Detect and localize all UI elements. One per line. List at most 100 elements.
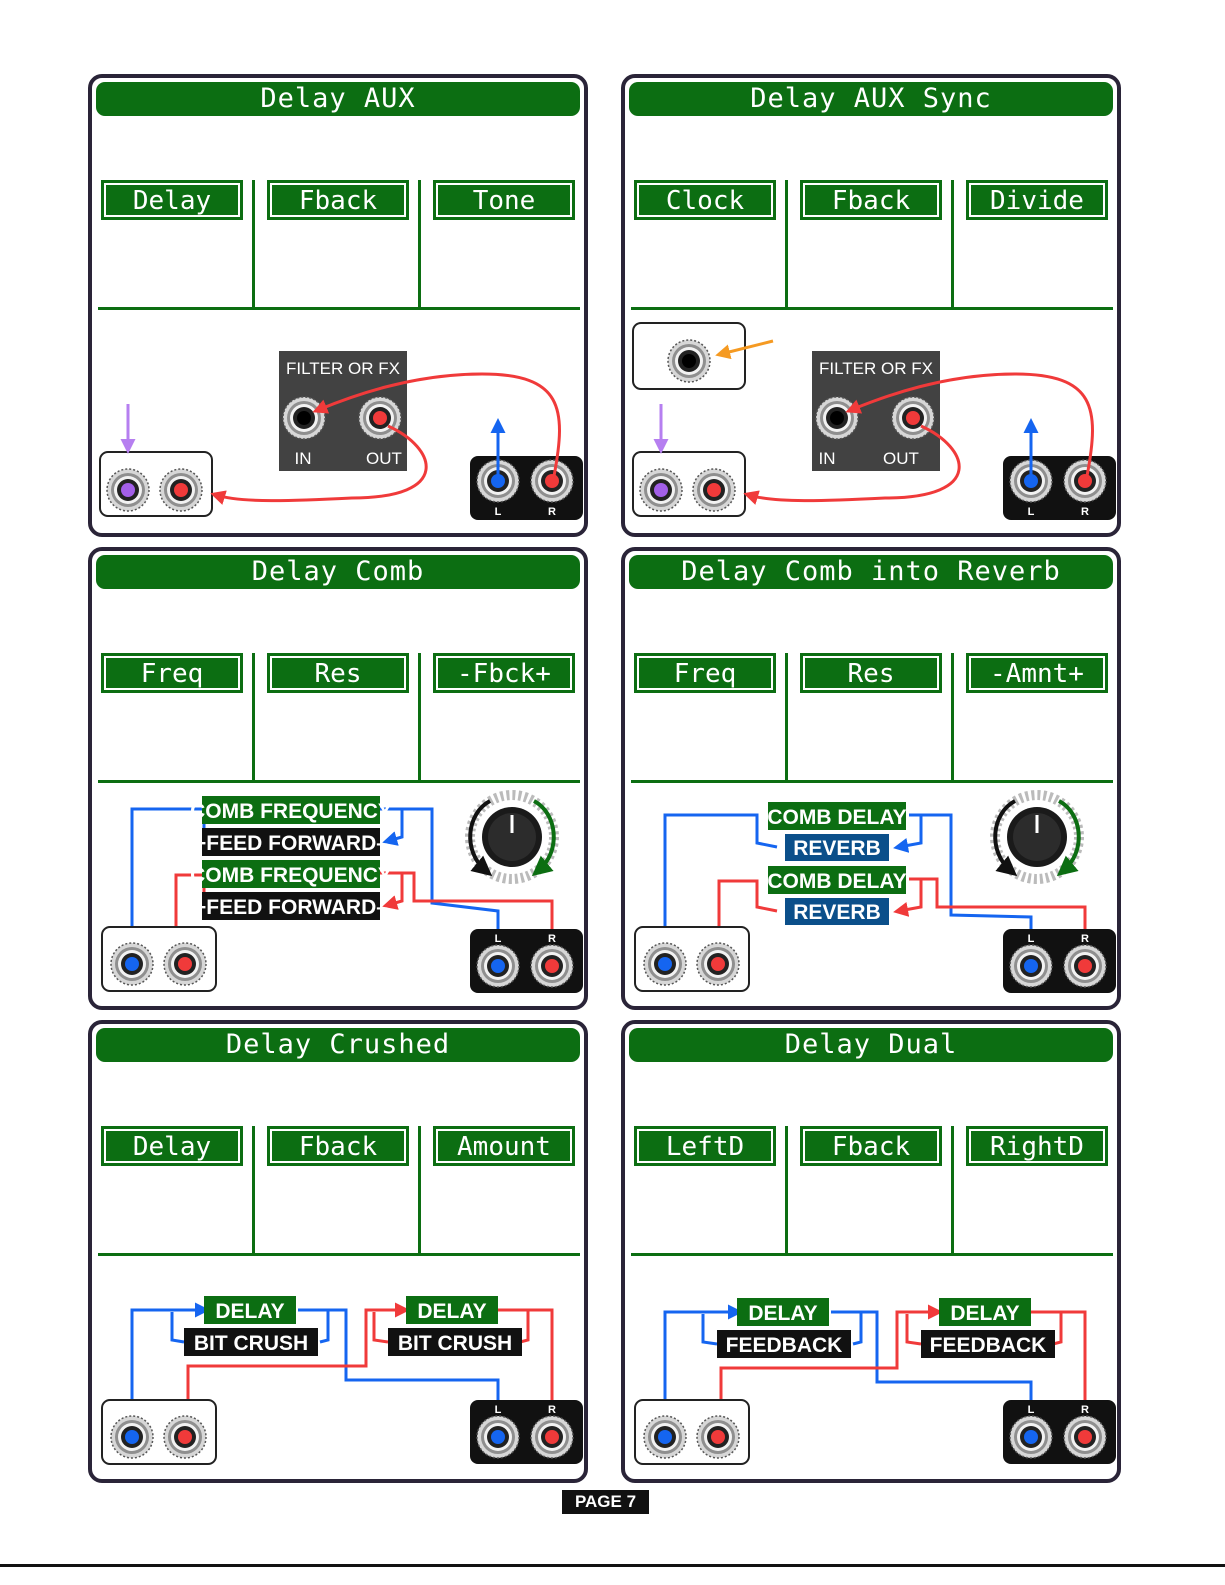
jack-icon[interactable] — [696, 1415, 740, 1459]
cable-red — [1061, 1310, 1087, 1400]
jack-icon[interactable] — [530, 459, 574, 503]
param-row: Freq Res -Amnt+ — [631, 653, 1113, 783]
patch-card-delay-crushed: Delay Crushed Delay Fback Amount DELAY B… — [88, 1020, 588, 1483]
jack-icon[interactable] — [891, 396, 935, 440]
output-left-label: L — [495, 933, 502, 945]
param-label: Divide — [971, 185, 1103, 216]
jack-icon[interactable] — [106, 468, 150, 512]
routing-label-bg — [939, 1298, 1031, 1326]
divider — [98, 307, 580, 310]
jack-icon[interactable] — [1009, 944, 1053, 988]
routing-label-top: DELAY — [748, 1302, 817, 1325]
jack-icon[interactable] — [159, 468, 203, 512]
divider — [98, 1253, 580, 1256]
param-row: Delay Fback Amount — [98, 1126, 580, 1256]
routing-label-bottom: BIT CRUSH — [194, 1332, 308, 1355]
param-cell: -Amnt+ — [963, 653, 1123, 783]
output-left-label: L — [495, 1404, 502, 1416]
param-label: Clock — [639, 185, 771, 216]
routing-label-top: DELAY — [417, 1300, 486, 1323]
cable-red — [1029, 1310, 1063, 1346]
cable-red — [909, 877, 1087, 931]
card-title: Delay AUX Sync — [629, 82, 1113, 116]
jack-icon[interactable] — [815, 396, 859, 440]
routing-label-bottom: REVERB — [793, 837, 881, 860]
jack-icon[interactable] — [110, 942, 154, 986]
fx-in-label: IN — [819, 449, 836, 468]
routing-label-bg — [768, 866, 906, 894]
routing-label-bg — [785, 834, 889, 861]
routing-label-bg — [388, 1328, 522, 1356]
param-row: Freq Res -Fbck+ — [98, 653, 580, 783]
jack-icon[interactable] — [163, 942, 207, 986]
cable-red — [719, 1304, 943, 1400]
jack-icon[interactable] — [358, 396, 402, 440]
output-right-label: R — [548, 933, 556, 945]
output-left-label: L — [495, 506, 502, 518]
jack-icon[interactable] — [643, 942, 687, 986]
routing-label-bg — [717, 1330, 851, 1358]
param-label: Fback — [805, 185, 937, 216]
fx-in-label: IN — [295, 449, 312, 468]
jack-icon[interactable] — [110, 1415, 154, 1459]
patch-card-delay-aux: Delay AUX Delay Fback Tone FILTER OR FX … — [88, 74, 588, 537]
jack-icon[interactable] — [282, 396, 326, 440]
jack-icon[interactable] — [692, 468, 736, 512]
param-cell: Freq — [98, 653, 258, 783]
arrow-icon — [715, 339, 774, 360]
param-label: RightD — [971, 1131, 1103, 1162]
patch-card-delay-comb-into-reverb: Delay Comb into Reverb Freq Res -Amnt+ C… — [621, 547, 1121, 1010]
param-label: Freq — [639, 658, 771, 689]
routing-label-bg — [768, 802, 906, 830]
jack-icon[interactable] — [667, 339, 711, 383]
param-label: Delay — [106, 185, 238, 216]
jack-icon[interactable] — [1063, 1415, 1107, 1459]
divider — [631, 1253, 1113, 1256]
page-number-badge: PAGE 7 — [562, 1490, 649, 1514]
cable-blue — [861, 1310, 1033, 1400]
jack-icon[interactable] — [1009, 459, 1053, 503]
routing-label-bg — [406, 1296, 498, 1324]
param-label: LeftD — [639, 1131, 771, 1162]
card-title: Delay AUX — [96, 82, 580, 116]
cable-blue — [663, 813, 778, 927]
param-cell: LeftD — [631, 1126, 791, 1256]
param-cell: Divide — [963, 180, 1123, 310]
cable-red — [905, 1314, 922, 1346]
routing-label-top: COMB DELAY — [767, 806, 906, 829]
cable-blue — [663, 1304, 743, 1400]
jack-icon[interactable] — [1009, 1415, 1053, 1459]
param-cell: Clock — [631, 180, 791, 310]
routing-label-bottom: +FEED FORWARD– — [194, 896, 388, 919]
jack-icon[interactable] — [530, 944, 574, 988]
routing-label-top: COMB DELAY — [767, 870, 906, 893]
jack-icon[interactable] — [1063, 944, 1107, 988]
cable-blue — [130, 1302, 210, 1400]
routing-label-top: DELAY — [950, 1302, 1019, 1325]
cable-blue — [701, 1314, 718, 1346]
patch-diagram: DELAY BIT CRUSH DELAY BIT CRUSH L R — [101, 1296, 583, 1465]
jack-icon[interactable] — [476, 459, 520, 503]
jack-icon[interactable] — [1063, 459, 1107, 503]
param-row: Delay Fback Tone — [98, 180, 580, 310]
jack-icon[interactable] — [639, 468, 683, 512]
param-label: Amount — [438, 1131, 570, 1162]
jack-icon[interactable] — [476, 1415, 520, 1459]
jack-icon[interactable] — [530, 1415, 574, 1459]
output-right-label: R — [1081, 933, 1089, 945]
cable-red — [210, 424, 428, 505]
jack-icon[interactable] — [163, 1415, 207, 1459]
param-cell: Fback — [797, 180, 957, 310]
patch-diagram: COMB DELAY REVERB COMB DELAY REVERB L R — [634, 790, 1116, 993]
cable-blue — [328, 1308, 500, 1400]
param-label: Delay — [106, 1131, 238, 1162]
jack-icon[interactable] — [643, 1415, 687, 1459]
jack-icon[interactable] — [476, 944, 520, 988]
output-right-label: R — [1081, 1404, 1089, 1416]
param-cell: RightD — [963, 1126, 1123, 1256]
param-cell: Delay — [98, 180, 258, 310]
cable-red — [743, 424, 961, 505]
param-label: Fback — [272, 1131, 404, 1162]
param-row: Clock Fback Divide — [631, 180, 1113, 310]
jack-icon[interactable] — [696, 942, 740, 986]
